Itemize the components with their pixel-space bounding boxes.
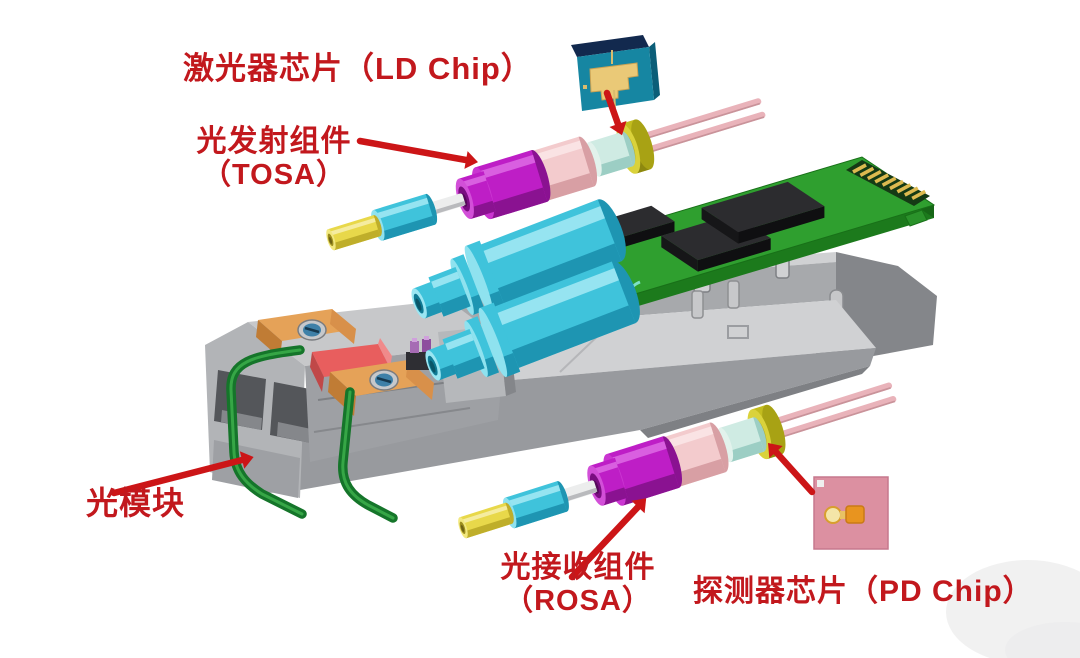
- arrow-tosa: [356, 137, 478, 169]
- pcb-support-pin: [691, 290, 704, 319]
- pcb-ic-large: [701, 181, 825, 244]
- watermark: [946, 560, 1080, 658]
- arrow-module: [110, 451, 254, 497]
- pcb: [541, 156, 936, 319]
- housing-floor: [450, 300, 876, 382]
- pd-die-pad-rect: [845, 505, 865, 524]
- label-rosa-line1: 光接收组件: [500, 551, 656, 584]
- pd-die-pad-circle: [824, 506, 842, 524]
- label-tosa-line1: 光发射组件: [196, 125, 352, 158]
- label-tosa: 光发射组件 （TOSA）: [178, 125, 370, 191]
- arrow-pd-chip: [768, 443, 816, 496]
- label-rosa: 光接收组件 （ROSA）: [480, 551, 676, 617]
- screw-2: [369, 369, 399, 391]
- ld-die-gold-pad: [589, 62, 639, 101]
- arrow-ld-chip: [603, 89, 627, 136]
- label-optical-module: 光模块: [86, 485, 186, 521]
- gold-edge-fingers: [846, 160, 930, 206]
- label-tosa-line2: （TOSA）: [201, 158, 347, 191]
- pd-chip-die: [813, 476, 889, 550]
- arrow-rosa: [568, 498, 647, 581]
- label-pd-chip: 探测器芯片（PD Chip）: [693, 575, 1034, 608]
- label-ld-chip: 激光器芯片（LD Chip）: [183, 51, 533, 86]
- pcb-support-pin: [727, 280, 740, 309]
- label-rosa-line2: （ROSA）: [504, 584, 652, 617]
- ld-chip-die: [571, 35, 660, 111]
- bail-latch: [226, 345, 398, 523]
- screw-1: [297, 319, 327, 341]
- housing-near-wall: [258, 348, 876, 494]
